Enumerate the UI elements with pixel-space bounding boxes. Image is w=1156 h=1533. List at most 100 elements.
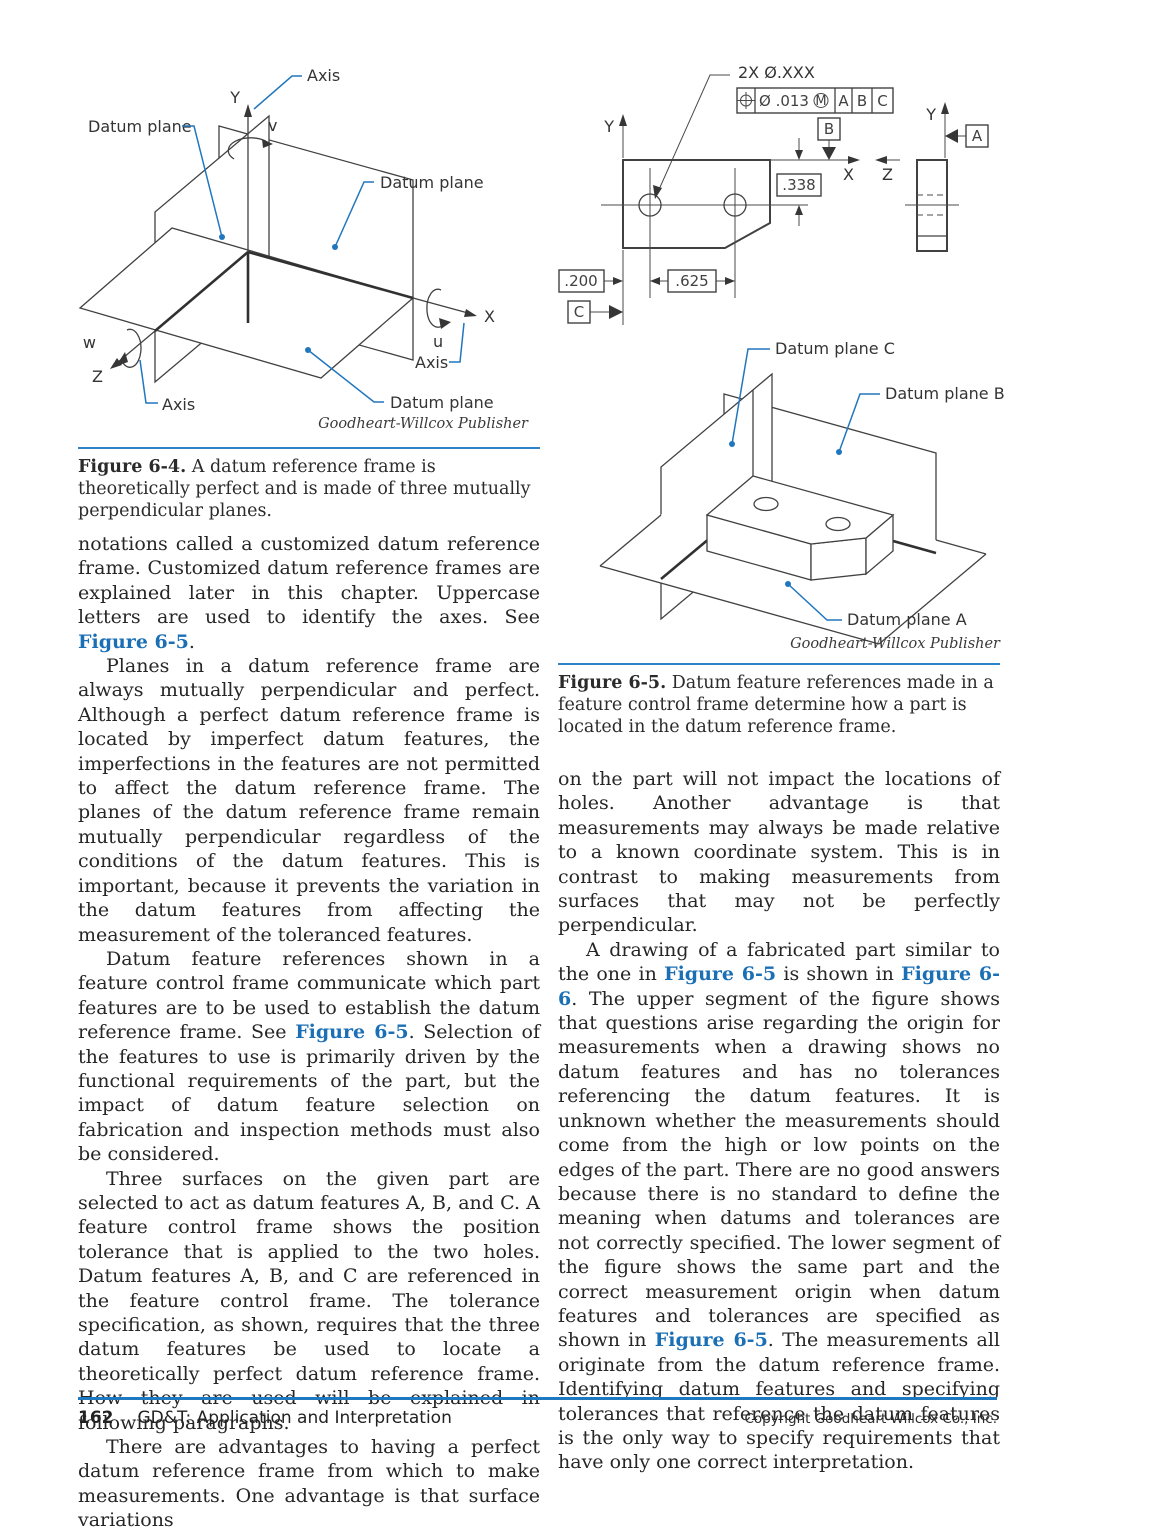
z-axis-label: Z: [92, 367, 103, 386]
figure-reference: Figure 6-6: [558, 963, 1000, 1010]
text-segment: . The measurements all originate from th…: [558, 1329, 1000, 1474]
datum-a-letter: A: [972, 127, 983, 145]
figure-6-5-orthographic-drawing: 2X Ø.XXX Ø .013 M A B C Y X B: [558, 58, 1000, 332]
leader-axis-right: [449, 322, 465, 363]
dim338-value: .338: [782, 176, 815, 194]
dot-plane-c: [729, 441, 735, 447]
leader-dot-right: [332, 244, 338, 250]
datum-b-letter: B: [824, 120, 834, 138]
leader-plane-a: [787, 583, 842, 621]
copyright-notice: Copyright Goodheart-Willcox Co., Inc.: [744, 1411, 997, 1427]
y-axis-arrow: [619, 114, 627, 126]
leader-plane-b: [838, 393, 880, 453]
rotation-arrow-v: [262, 139, 273, 148]
dim625-box: [667, 269, 717, 293]
figure-credit: Goodheart-Willcox Publisher: [318, 416, 529, 432]
figure-reference: Figure 6-5: [295, 1021, 409, 1044]
text-segment: Datum feature references shown in a feat…: [78, 947, 540, 1044]
fcf-tolerance: Ø .013: [759, 92, 809, 110]
figure-6-5-pictorial-drawing: Datum plane C Datum plane B Datum plane …: [558, 332, 1018, 660]
y-axis-right-label: Y: [925, 105, 936, 124]
hole-callout: 2X Ø.XXX: [738, 63, 815, 82]
datum-a-flag: A: [945, 124, 989, 148]
axis-label-top: Axis: [307, 66, 340, 85]
caption-text: Datum feature references made in a featu…: [558, 673, 994, 737]
leader-datum-plane-left: [182, 125, 223, 238]
datum-c-triangle: [609, 305, 623, 319]
caption-text: A datum reference frame is theoretically…: [78, 457, 531, 521]
figure-6-4-drawing: Y X Z v u w Axis Datum plane Datum plane…: [70, 52, 542, 440]
paragraph: notations called a customized datum refe…: [78, 532, 540, 654]
footer-left: 162 GD&T: Application and Interpretation: [78, 1408, 452, 1428]
paragraph: A drawing of a fabricated part similar t…: [558, 938, 1000, 1475]
dim200-value: .200: [564, 272, 597, 290]
datum-plane-c-label: Datum plane C: [775, 339, 895, 358]
rotation-label-u: u: [433, 332, 443, 351]
plane-a-right-edge: [878, 553, 987, 645]
datum-planes-part-diagram: Datum plane C Datum plane B Datum plane …: [599, 339, 1005, 652]
text-segment: . Selection of the features to use is pr…: [78, 1021, 540, 1166]
x-axis-arrow: [848, 156, 860, 164]
datum-a-triangle: [945, 129, 958, 143]
datum-b-flag: B: [817, 117, 841, 160]
axis-label-right: Axis: [415, 353, 448, 372]
rotation-label-v: v: [268, 116, 277, 135]
datum-c-letter: C: [574, 303, 584, 321]
rotation-arrow-w: [116, 352, 128, 366]
intersection-line-x: [247, 250, 414, 300]
leader-axis-top: [253, 75, 302, 110]
part-hole-1: [753, 496, 779, 512]
hole-2: [723, 193, 747, 217]
y-axis-label: Y: [229, 88, 240, 107]
x-axis-arrow: [464, 309, 477, 317]
figure-reference: Figure 6-5: [654, 1329, 768, 1352]
fcf-datum-3: C: [877, 92, 887, 110]
text-segment: Planes in a datum reference frame are al…: [78, 655, 540, 946]
y-axis-label: Y: [603, 117, 614, 136]
y-axis-arrow: [244, 104, 252, 117]
part-top-face: [705, 475, 895, 545]
side-view: [905, 159, 959, 252]
datum-plane-a-label: Datum plane A: [847, 610, 967, 629]
hole-leader: [656, 74, 730, 195]
rotation-arrow-u: [439, 318, 451, 329]
x-axis-line: [412, 297, 469, 314]
x-axis-label: X: [484, 307, 495, 326]
part-outline: [622, 159, 771, 249]
dim338-arrow-top: [795, 150, 803, 160]
text-segment: . The upper segment of the figure shows …: [558, 987, 1000, 1352]
intersection-line-z: [154, 251, 249, 332]
figure-6-4-caption: Figure 6-4. A datum reference frame is t…: [78, 447, 540, 522]
dim338-arrow-bottom: [795, 205, 803, 215]
figure-reference: Figure 6-5: [78, 630, 189, 653]
rotation-arc-v: [227, 137, 268, 160]
axis-label-bottom-left: Axis: [162, 395, 195, 414]
part-3d: [705, 475, 895, 581]
footer: 162 GD&T: Application and Interpretation…: [78, 1408, 997, 1428]
x-axis-label: X: [843, 165, 854, 184]
figure-6-5-caption: Figure 6-5. Datum feature references mad…: [558, 663, 1000, 738]
datum-plane-label-right: Datum plane: [380, 173, 484, 192]
paragraph: Three surfaces on the given part are sel…: [78, 1167, 540, 1435]
caption-tag: Figure 6-4.: [78, 457, 187, 477]
text-segment: A drawing of a fabricated part similar t…: [558, 938, 1000, 986]
page-number: 162: [78, 1408, 114, 1428]
right-column: on the part will not impact the location…: [558, 767, 1000, 1475]
leader-axis-bottom-left: [139, 359, 158, 404]
book-title: GD&T: Application and Interpretation: [137, 1408, 452, 1428]
footer-rule: [78, 1397, 997, 1400]
dim338-box: [776, 173, 822, 197]
text-segment: notations called a customized datum refe…: [78, 533, 540, 629]
leader-plane-c: [731, 348, 770, 445]
fcf-datum-1: A: [838, 92, 849, 110]
datum-c-flag: C: [567, 300, 623, 324]
mmc-modifier-icon: [813, 93, 829, 108]
rotation-arc-u: [426, 288, 445, 328]
plane-a-back-edge-stub: [935, 539, 987, 555]
hole-1: [638, 193, 662, 217]
dot-plane-a: [785, 581, 791, 587]
datum-plane-label-bottom: Datum plane: [390, 393, 494, 412]
part-drawing: 2X Ø.XXX Ø .013 M A B C Y X B: [558, 63, 989, 325]
leader-dot-left: [219, 234, 225, 240]
leader-datum-plane-bottom: [307, 349, 384, 403]
